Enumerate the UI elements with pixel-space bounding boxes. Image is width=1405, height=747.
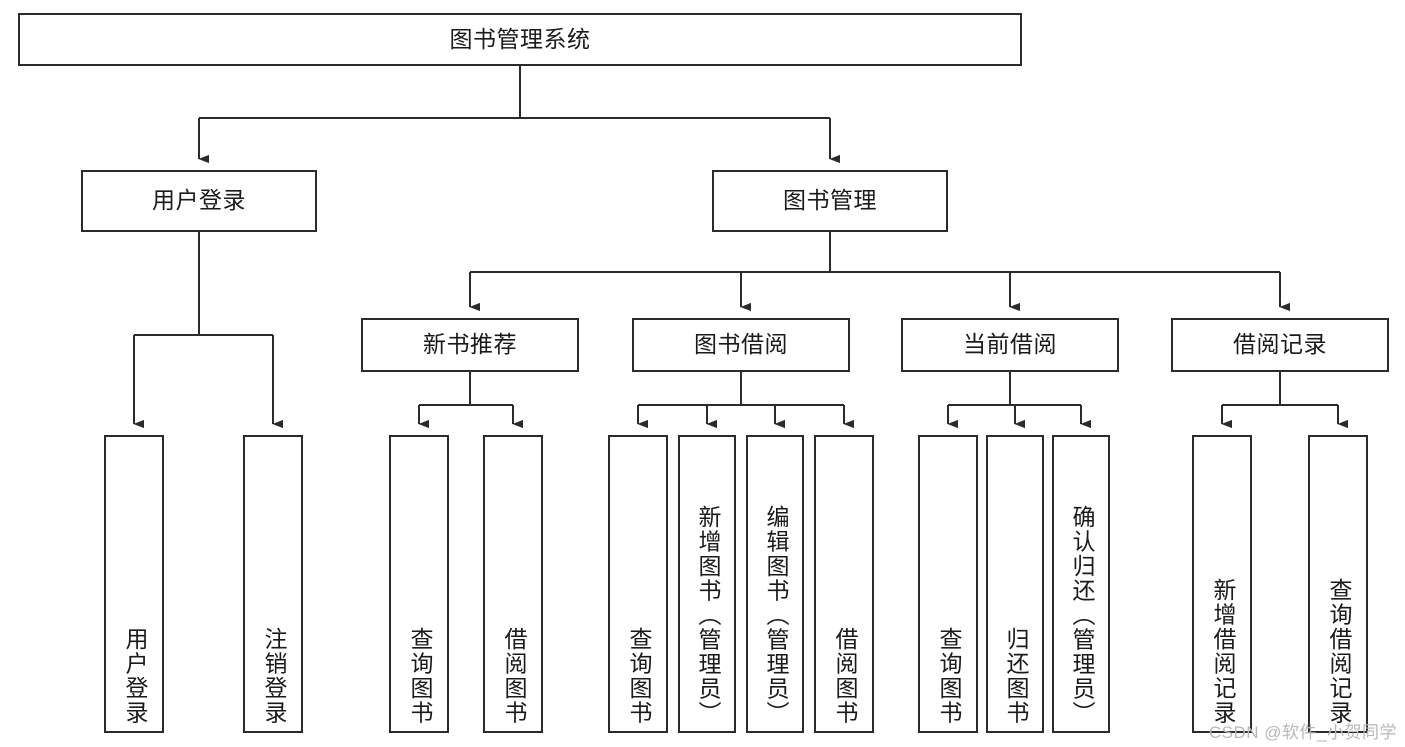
node-label: 图书管理 <box>783 187 877 214</box>
node-root[interactable]: 图书管理系统 <box>18 13 1022 66</box>
node-label: 查询图书 <box>935 627 962 725</box>
node-label: 归还图书 <box>1002 627 1029 725</box>
node-leaf-user-logout[interactable]: 注销登录 <box>243 435 303 733</box>
node-label: 确认归还（管理员） <box>1068 504 1095 726</box>
node-label: 查询图书 <box>406 627 433 725</box>
node-records[interactable]: 借阅记录 <box>1171 318 1389 372</box>
node-leaf-user-login[interactable]: 用户登录 <box>104 435 164 733</box>
node-label: 借阅记录 <box>1233 331 1327 358</box>
node-leaf-cur-query[interactable]: 查询图书 <box>918 435 978 733</box>
node-leaf-bw-query[interactable]: 查询图书 <box>608 435 668 733</box>
node-label: 借阅图书 <box>500 627 527 725</box>
node-label: 新增图书（管理员） <box>694 504 721 726</box>
node-label: 编辑图书（管理员） <box>762 504 789 726</box>
node-current[interactable]: 当前借阅 <box>901 318 1119 372</box>
node-leaf-cur-return[interactable]: 归还图书 <box>986 435 1044 733</box>
node-leaf-bw-edit[interactable]: 编辑图书（管理员） <box>746 435 804 733</box>
node-label: 注销登录 <box>260 627 287 725</box>
node-label: 查询借阅记录 <box>1325 578 1352 725</box>
node-label: 图书借阅 <box>694 331 788 358</box>
node-label: 用户登录 <box>152 187 246 214</box>
node-label: 新书推荐 <box>423 331 517 358</box>
node-bookmgmt[interactable]: 图书管理 <box>712 170 948 232</box>
node-login[interactable]: 用户登录 <box>81 170 317 232</box>
node-label: 新增借阅记录 <box>1209 578 1236 725</box>
node-newbook[interactable]: 新书推荐 <box>361 318 579 372</box>
node-leaf-cur-confirm[interactable]: 确认归还（管理员） <box>1052 435 1110 733</box>
watermark-label: CSDN @软件_小贺同学 <box>1208 723 1397 742</box>
node-leaf-nb-borrow[interactable]: 借阅图书 <box>483 435 543 733</box>
node-leaf-rec-add[interactable]: 新增借阅记录 <box>1192 435 1252 733</box>
node-label: 图书管理系统 <box>449 25 591 52</box>
node-label: 借阅图书 <box>831 627 858 725</box>
node-leaf-nb-query[interactable]: 查询图书 <box>389 435 449 733</box>
node-borrow[interactable]: 图书借阅 <box>632 318 850 372</box>
node-label: 当前借阅 <box>963 331 1057 358</box>
node-label: 用户登录 <box>121 627 148 725</box>
node-leaf-rec-query[interactable]: 查询借阅记录 <box>1308 435 1368 733</box>
node-leaf-bw-borrow[interactable]: 借阅图书 <box>814 435 874 733</box>
node-label: 查询图书 <box>625 627 652 725</box>
node-leaf-bw-add[interactable]: 新增图书（管理员） <box>678 435 736 733</box>
